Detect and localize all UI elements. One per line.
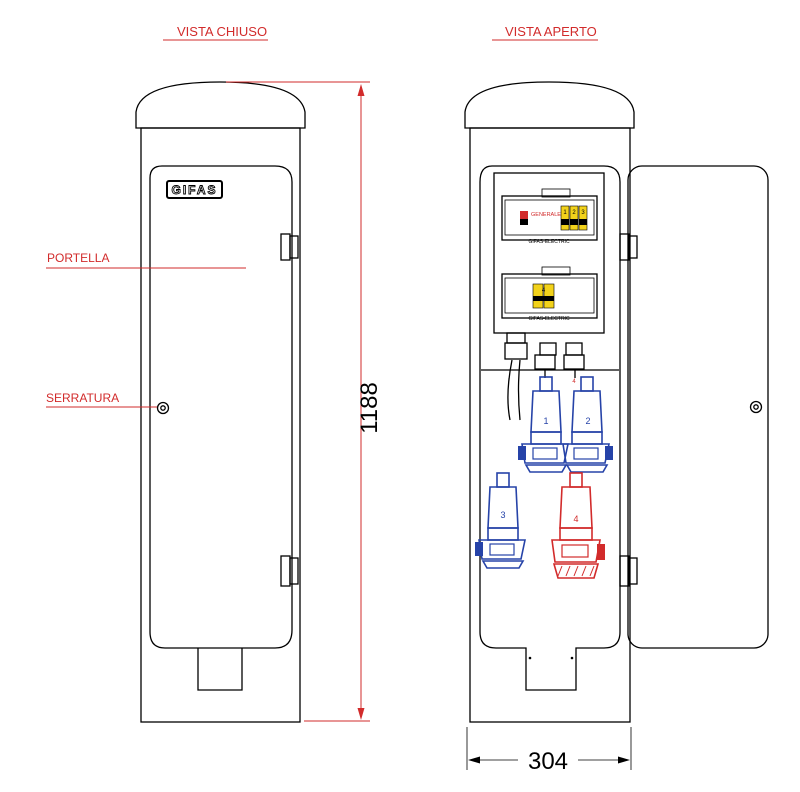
closed-body	[140, 127, 301, 723]
main-switch-label: GENERALE	[531, 212, 561, 218]
closed-cap	[135, 81, 306, 129]
hinge-top-closed	[280, 233, 291, 261]
socket-4-number: 4	[573, 514, 578, 524]
door-label: PORTELLA	[47, 251, 109, 265]
closed-view: GIFAS	[135, 81, 306, 723]
gland-number: 4	[572, 379, 576, 385]
open-door	[627, 165, 769, 649]
open-view: GENERALE 1 2 3 GIFAS-ELECTRIC 4	[464, 81, 769, 723]
width-dimension: 304	[466, 727, 632, 775]
open-cavity	[479, 165, 621, 691]
cable-glands: 4	[504, 332, 585, 385]
open-body	[469, 127, 631, 723]
view-open-title: VISTA APERTO	[505, 24, 597, 39]
socket-1-blue: 1	[518, 376, 569, 473]
socket-3-number: 3	[500, 510, 505, 520]
cables	[507, 359, 576, 421]
view-closed-title: VISTA CHIUSO	[177, 24, 267, 39]
hinge-bottom-closed	[280, 555, 291, 587]
lower-breaker-number: 4	[542, 288, 546, 294]
open-cap	[464, 81, 635, 129]
breaker-number-3: 3	[581, 210, 585, 216]
panel-brand-upper: GIFAS-ELECTRIC	[528, 239, 570, 245]
breaker-number-2: 2	[572, 210, 576, 216]
width-value: 304	[528, 748, 568, 775]
socket-2-blue: 2	[562, 376, 613, 473]
closed-door	[149, 165, 293, 649]
breaker-number-1: 1	[563, 210, 567, 216]
lock-label: SERRATURA	[46, 391, 119, 405]
lock-icon	[156, 401, 170, 415]
upper-breaker-box: GENERALE 1 2 3 GIFAS-ELECTRIC	[501, 188, 598, 245]
socket-1-number: 1	[543, 416, 548, 426]
socket-2-number: 2	[585, 416, 590, 426]
closed-bottom-notch	[197, 648, 243, 691]
gifas-logo: GIFAS	[171, 183, 217, 197]
height-dimension: 1188	[226, 81, 383, 722]
socket-3-blue: 3	[475, 472, 526, 569]
gifas-logo-frame	[166, 180, 223, 199]
lower-breaker-box: 4 GIFAS-ELECTRIC	[501, 266, 598, 322]
panel-brand-lower: GIFAS-ELECTRIC	[528, 316, 570, 322]
breaker-row: 1 2 3	[560, 205, 588, 231]
open-door-lock-icon	[749, 400, 763, 414]
electrical-enclosure	[493, 172, 605, 334]
socket-4-red: 4	[551, 472, 605, 579]
height-value: 1188	[356, 382, 383, 434]
